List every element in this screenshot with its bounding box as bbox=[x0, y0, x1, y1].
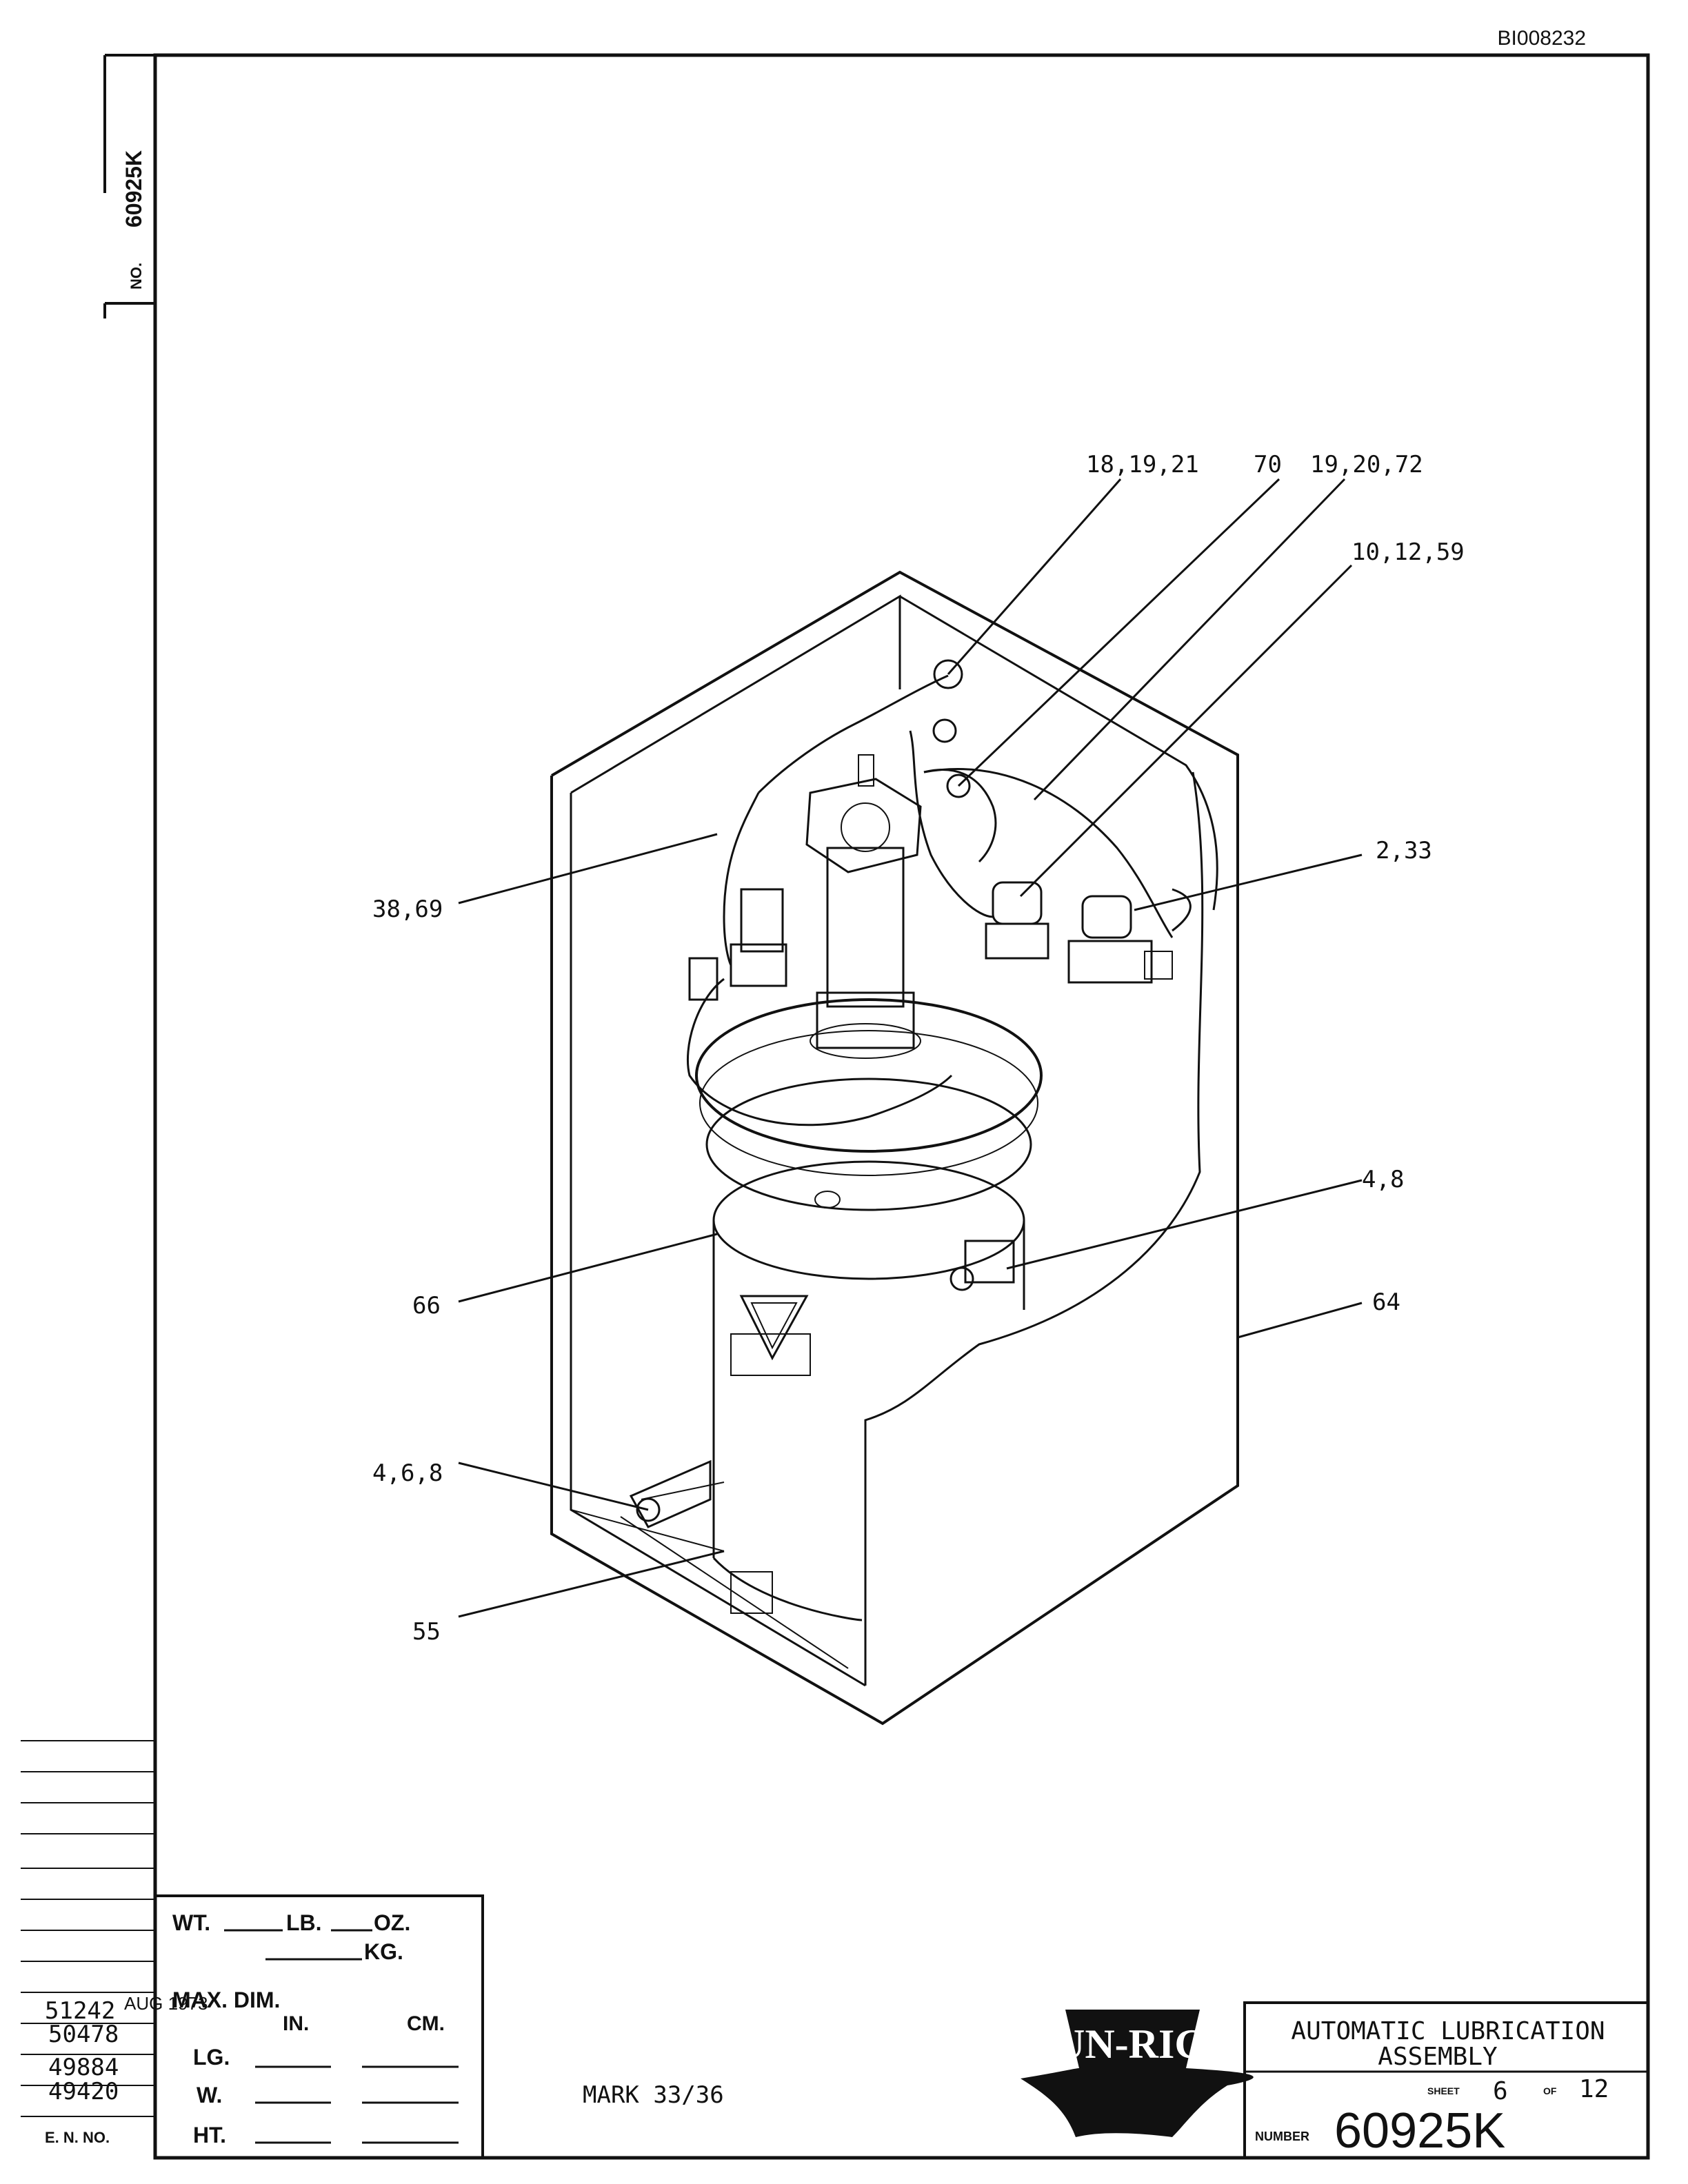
w-label: W. bbox=[197, 2083, 222, 2107]
callout-2-33: 2,33 bbox=[1376, 837, 1432, 865]
en-number-3: 49884 bbox=[48, 2054, 119, 2081]
pump bbox=[805, 754, 922, 1209]
side-tab-label: NO. bbox=[128, 263, 145, 290]
sheet-total: 12 bbox=[1579, 2075, 1609, 2103]
title-line-2: ASSEMBLY bbox=[1378, 2043, 1498, 2071]
side-tab: NO. 60925K bbox=[103, 150, 155, 318]
en-number-2: 50478 bbox=[48, 2021, 119, 2048]
title-line-1: AUTOMATIC LUBRICATION bbox=[1291, 2017, 1605, 2045]
company-logo: UN-RIG bbox=[1021, 2010, 1254, 2137]
weight-block: WT. LB. OZ. KG. MAX. DIM. IN. CM. LG. W.… bbox=[154, 1894, 484, 2159]
oz-label: OZ. bbox=[374, 1910, 410, 1935]
title-block: AUTOMATIC LUBRICATION ASSEMBLY SHEET 6 O… bbox=[1243, 2001, 1649, 2159]
drawing-border bbox=[103, 53, 1650, 2160]
solenoid-valves bbox=[985, 881, 1173, 984]
callout-labels: 18,19,21 70 19,20,72 10,12,59 2,33 38,69… bbox=[372, 451, 1465, 1646]
sheet-number: 6 bbox=[1493, 2077, 1508, 2105]
wt-label: WT. bbox=[172, 1910, 210, 1935]
leader-lines bbox=[458, 478, 1363, 1618]
mount-bracket bbox=[629, 1240, 1015, 1528]
callout-70: 70 bbox=[1254, 451, 1282, 478]
document-id: BI008232 bbox=[1498, 27, 1586, 50]
en-number-1: 51242 bbox=[45, 1997, 115, 2025]
cabinet bbox=[550, 570, 1239, 1726]
in-label: IN. bbox=[283, 2012, 309, 2035]
en-numbers: 51242 50478 49884 49420 AUG 1973 E. N. N… bbox=[45, 1993, 208, 2146]
mark-label: MARK 33/36 bbox=[583, 2081, 724, 2109]
callout-18-19-21: 18,19,21 bbox=[1086, 451, 1199, 478]
callout-4-6-8: 4,6,8 bbox=[372, 1459, 443, 1487]
tubing bbox=[686, 659, 1192, 1126]
of-label: OF bbox=[1543, 2085, 1557, 2096]
ht-label: HT. bbox=[193, 2123, 226, 2147]
callout-10-12-59: 10,12,59 bbox=[1352, 538, 1465, 566]
callout-38-69: 38,69 bbox=[372, 896, 443, 923]
callout-55: 55 bbox=[412, 1618, 441, 1646]
callout-64: 64 bbox=[1372, 1288, 1400, 1316]
callout-66: 66 bbox=[412, 1292, 441, 1320]
logo-text: UN-RIG bbox=[1055, 2021, 1207, 2067]
en-label: E. N. NO. bbox=[45, 2129, 110, 2146]
number-label: NUMBER bbox=[1255, 2130, 1309, 2143]
controller-block bbox=[688, 888, 787, 1001]
side-tab-number: 60925K bbox=[121, 150, 146, 228]
en-number-4: 49420 bbox=[48, 2078, 119, 2105]
lg-label: LG. bbox=[193, 2045, 230, 2070]
drawing-number: 60925K bbox=[1334, 2103, 1505, 2158]
en-stamp: AUG 1973 bbox=[124, 1993, 208, 2014]
kg-label: KG. bbox=[364, 1939, 403, 1964]
grease-pail bbox=[695, 998, 1043, 1621]
cm-label: CM. bbox=[407, 2012, 445, 2035]
lb-label: LB. bbox=[286, 1910, 322, 1935]
callout-19-20-72: 19,20,72 bbox=[1310, 451, 1423, 478]
revision-lines bbox=[21, 1740, 155, 2117]
callout-4-8: 4,8 bbox=[1362, 1166, 1404, 1193]
sheet-label: SHEET bbox=[1427, 2085, 1460, 2096]
max-dim-label: MAX. DIM. bbox=[172, 1988, 280, 2012]
